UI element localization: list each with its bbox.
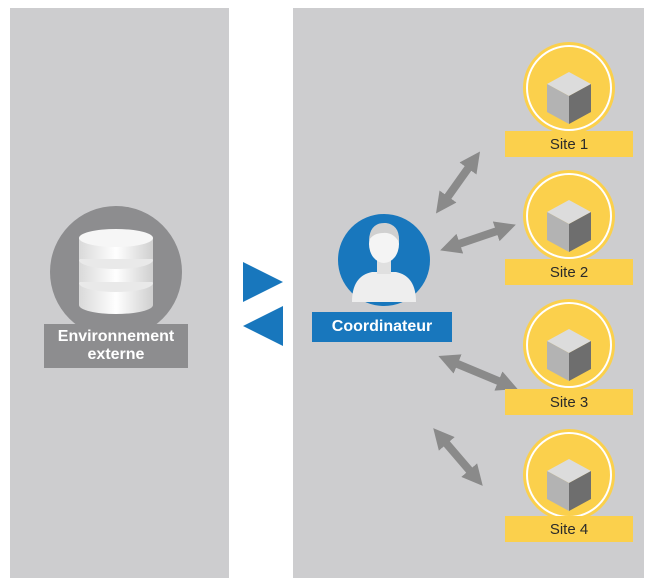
transfer-left-arrow-icon xyxy=(243,306,283,346)
exchange-arrow-site-4 xyxy=(433,428,483,486)
external-environment-label-line1: Environnement xyxy=(57,328,175,345)
site-4-cube-icon xyxy=(523,429,615,521)
site-2-cube-icon xyxy=(523,170,615,262)
site-3-label: Site 3 xyxy=(505,389,633,415)
database-icon xyxy=(50,206,182,338)
external-environment-label-line2: externe xyxy=(87,346,145,363)
coordinator-label: Coordinateur xyxy=(312,312,452,342)
exchange-arrow-site-2 xyxy=(440,221,516,254)
site-1-cube-icon xyxy=(523,42,615,134)
external-environment-label: Environnement externe xyxy=(44,324,188,368)
site-4-label: Site 4 xyxy=(505,516,633,542)
exchange-arrow-site-1 xyxy=(435,151,481,214)
exchange-arrow-site-3 xyxy=(438,354,518,391)
site-3-cube-icon xyxy=(523,299,615,391)
user-icon xyxy=(338,214,430,306)
site-2-label: Site 2 xyxy=(505,259,633,285)
site-1-label: Site 1 xyxy=(505,131,633,157)
transfer-right-arrow-icon xyxy=(243,262,283,302)
